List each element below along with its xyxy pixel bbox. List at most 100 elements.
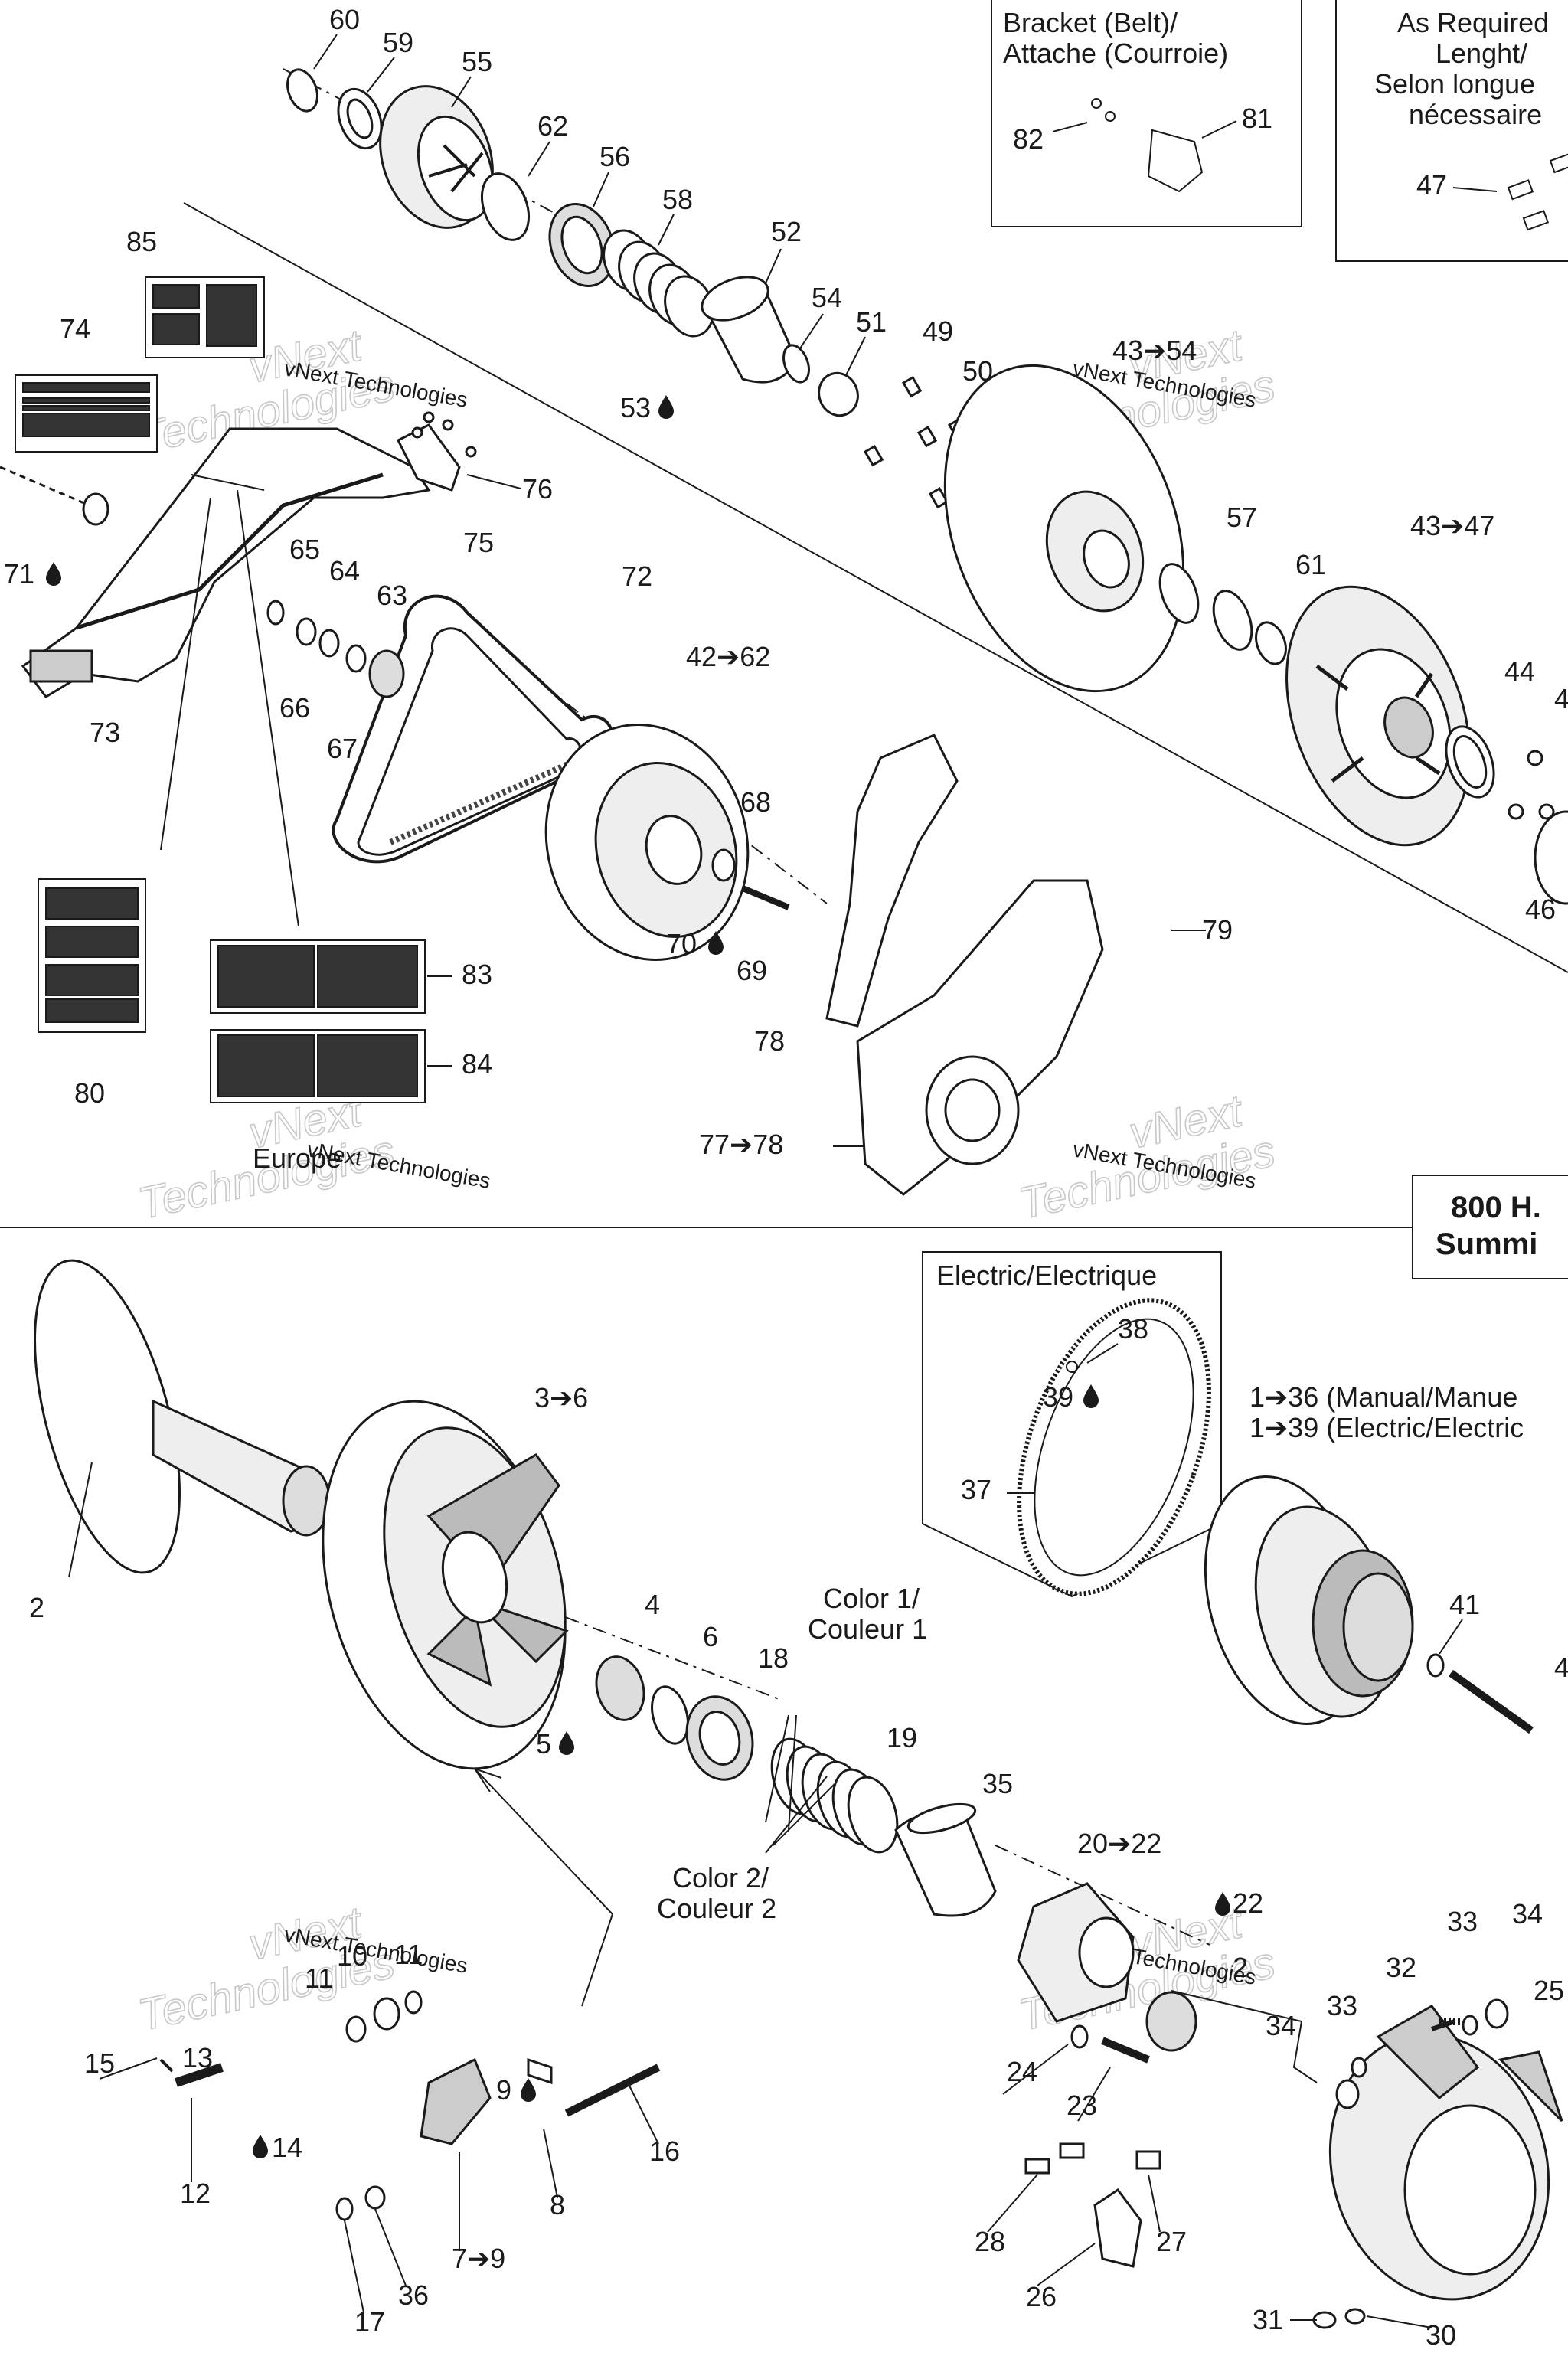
callout-34-top: 34 — [1512, 1898, 1543, 1930]
callout-78: 78 — [754, 1025, 785, 1057]
note-color1-line1: Color 1/ — [823, 1583, 920, 1614]
callout-54: 54 — [812, 282, 842, 313]
callout-8: 8 — [550, 2189, 565, 2220]
bolt-part — [564, 2064, 661, 2117]
bushing-part — [595, 1655, 645, 1721]
callout-33: 33 — [1327, 1990, 1357, 2021]
bracket-inset-title: Bracket (Belt)/ — [1003, 7, 1178, 38]
pin-part — [175, 2063, 224, 2087]
callout-53: 53 — [620, 392, 651, 423]
callout-56: 56 — [599, 141, 630, 172]
inset-model — [1412, 1175, 1568, 1279]
note-color1-line2: Couleur 1 — [808, 1613, 927, 1645]
callout-47: 47 — [1416, 169, 1447, 201]
electric-inset-title: Electric/Electrique — [936, 1260, 1157, 1291]
spring-part — [603, 229, 714, 338]
washer-part — [711, 848, 736, 882]
callout-13: 13 — [182, 2042, 213, 2073]
callout-42-62: 42➔62 — [686, 641, 770, 672]
washer-part — [1426, 1653, 1445, 1678]
callout-57: 57 — [1227, 502, 1257, 533]
bushing-part — [1145, 1991, 1197, 2052]
cover-part — [856, 879, 1104, 1196]
callout-63: 63 — [377, 580, 407, 611]
spring-part — [770, 1737, 899, 1854]
callout-39: 39 — [1043, 1381, 1073, 1413]
callout-68: 68 — [740, 786, 771, 818]
callout-17: 17 — [354, 2306, 385, 2338]
as-required-line3: Selon longue — [1374, 68, 1535, 100]
callout-51: 51 — [856, 306, 887, 338]
callout-79: 79 — [1202, 914, 1233, 946]
washer-part — [1158, 563, 1200, 624]
callout-32: 32 — [1386, 1952, 1416, 1983]
bolt-part — [1449, 1669, 1534, 1734]
bolt-part — [741, 885, 790, 910]
callout-11: 11 — [305, 1962, 333, 1994]
bushing-part — [818, 371, 859, 417]
callout-77-78: 77➔78 — [699, 1129, 783, 1160]
callout-22: 22 — [1233, 1887, 1263, 1919]
note-color2-line1: Color 2/ — [672, 1862, 769, 1894]
callout-75: 75 — [463, 527, 494, 558]
cover-part — [825, 734, 959, 1028]
callout-50: 50 — [962, 355, 993, 387]
shaft-part — [0, 466, 109, 526]
callout-37: 37 — [961, 1474, 991, 1505]
callout-83: 83 — [462, 959, 492, 990]
callout-35: 35 — [982, 1768, 1013, 1799]
washer-part — [1070, 2024, 1089, 2049]
callout-4: 4 — [645, 1589, 660, 1620]
callout-3-6: 3➔6 — [534, 1382, 588, 1413]
callout-60: 60 — [329, 4, 360, 35]
screw-part — [1101, 2037, 1150, 2064]
callout-84: 84 — [462, 1048, 492, 1080]
callout-49: 49 — [923, 315, 953, 347]
callout-36: 36 — [398, 2279, 429, 2311]
washer-part — [1212, 590, 1253, 651]
callout-2: 2 — [29, 1592, 44, 1623]
callout-43-47: 43➔47 — [1410, 510, 1494, 541]
callout-31: 31 — [1253, 2304, 1283, 2335]
callout-26: 26 — [1026, 2281, 1057, 2312]
ring-part — [651, 1685, 689, 1745]
washer-part — [1462, 2015, 1478, 2036]
nut-part — [1485, 1998, 1509, 2029]
roller-part — [1093, 2188, 1142, 2268]
callout-23: 23 — [1067, 2090, 1097, 2121]
callout-74: 74 — [60, 313, 90, 345]
bracket-part — [396, 423, 461, 492]
callout-20-22: 20➔22 — [1077, 1828, 1161, 1859]
callout-30: 30 — [1426, 2319, 1456, 2351]
callout-66: 66 — [279, 692, 310, 724]
callout-44: 44 — [1504, 655, 1535, 687]
callout-25: 25 — [1534, 1975, 1564, 2006]
callout-65: 65 — [289, 534, 320, 565]
note-range-manual: 1➔36 (Manual/Manue — [1250, 1381, 1517, 1413]
callout-9: 9 — [496, 2074, 511, 2106]
callout-leaders — [99, 34, 1498, 2328]
callout-15: 15 — [84, 2047, 115, 2079]
callout-4-top: 4 — [1554, 683, 1568, 714]
as-required-line4: nécessaire — [1409, 99, 1542, 130]
callout-43-54: 43➔54 — [1112, 335, 1197, 366]
callout-69: 69 — [737, 955, 767, 986]
callout-55: 55 — [462, 46, 492, 77]
callout-70: 70 — [666, 928, 697, 959]
callout-85: 85 — [126, 226, 157, 257]
callout-58: 58 — [662, 184, 693, 215]
callout-18: 18 — [758, 1642, 789, 1674]
callout-72: 72 — [622, 560, 652, 592]
snap-ring-part — [286, 68, 318, 113]
callout-12: 12 — [180, 2178, 211, 2209]
callout-5: 5 — [536, 1728, 551, 1760]
callout-16: 16 — [649, 2135, 680, 2167]
callout-80: 80 — [74, 1077, 105, 1109]
model-line2: Summi — [1436, 1227, 1537, 1261]
callout-6: 6 — [703, 1621, 718, 1652]
pin-part — [527, 2057, 553, 2085]
callout-27: 27 — [1156, 2226, 1187, 2257]
callout-52: 52 — [771, 216, 802, 247]
callout-41: 41 — [1449, 1589, 1480, 1620]
